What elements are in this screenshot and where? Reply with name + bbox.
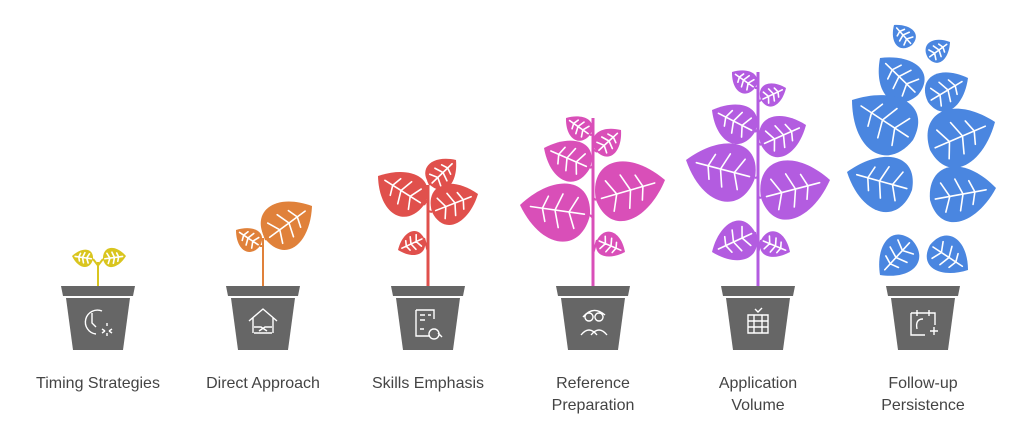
house-handshake-icon xyxy=(248,308,278,334)
pot-direct-approach xyxy=(226,286,300,350)
pot-timing-strategies xyxy=(61,286,135,350)
leaf xyxy=(102,247,126,267)
pot-follow-up-persistence xyxy=(886,286,960,350)
pot-body xyxy=(561,298,625,350)
pot-body xyxy=(231,298,295,350)
leaf xyxy=(519,183,591,242)
plant-timing-strategies xyxy=(71,247,126,286)
leaf xyxy=(759,116,807,158)
plant-reference-preparation xyxy=(519,116,666,286)
pot-rim xyxy=(391,286,465,296)
leaf xyxy=(892,24,916,49)
calendar-phone-icon xyxy=(910,310,938,336)
document-stack-icon xyxy=(747,307,769,334)
plant-follow-up-persistence xyxy=(847,24,996,276)
label-direct-approach: Direct Approach xyxy=(206,375,320,392)
leaf xyxy=(260,201,312,250)
pot-rim xyxy=(226,286,300,296)
leaf xyxy=(760,231,791,257)
clock-gear-icon xyxy=(84,309,113,336)
pot-rim xyxy=(721,286,795,296)
leaf xyxy=(71,249,94,267)
leaf xyxy=(759,83,787,107)
pot-rim xyxy=(556,286,630,296)
leaf xyxy=(544,140,592,182)
people-network-icon xyxy=(580,309,608,336)
leaf xyxy=(378,172,428,217)
leaf xyxy=(425,158,457,190)
pot-application-volume xyxy=(721,286,795,350)
leaf xyxy=(398,231,426,255)
label-application-volume: Application Volume xyxy=(718,375,798,414)
pot-body xyxy=(726,298,790,350)
pot-body xyxy=(66,298,130,350)
leaf xyxy=(878,57,925,103)
label-reference-preparation: Reference Preparation xyxy=(551,375,635,414)
leaf xyxy=(595,161,666,222)
plant-application-volume xyxy=(685,70,831,286)
pot-skills-emphasis xyxy=(391,286,465,350)
leaf xyxy=(847,156,913,213)
leaf xyxy=(924,72,968,112)
leaf xyxy=(879,234,920,276)
leaf xyxy=(926,235,969,274)
pot-body xyxy=(891,298,955,350)
leaf xyxy=(685,143,756,202)
pot-reference-preparation xyxy=(556,286,630,350)
pot-rim xyxy=(886,286,960,296)
leaf xyxy=(711,104,758,144)
leaf xyxy=(760,160,831,220)
label-timing-strategies: Timing Strategies xyxy=(36,375,160,392)
pot-rim xyxy=(61,286,135,296)
resume-search-icon xyxy=(415,309,443,340)
leaf xyxy=(430,183,478,225)
label-skills-emphasis: Skills Emphasis xyxy=(371,375,485,392)
leaf xyxy=(592,128,622,157)
plant-skills-emphasis xyxy=(378,158,478,286)
leaf xyxy=(925,39,951,63)
leaf xyxy=(929,166,996,223)
leaf xyxy=(731,70,758,94)
plant-direct-approach xyxy=(235,201,312,286)
label-follow-up-persistence: Follow-up Persistence xyxy=(881,375,965,414)
leaf xyxy=(712,220,757,261)
leaf xyxy=(565,116,593,141)
leaf xyxy=(851,95,919,156)
pot-body xyxy=(396,298,460,350)
leaf xyxy=(596,231,626,257)
leaf xyxy=(235,228,262,252)
leaf xyxy=(927,108,996,168)
